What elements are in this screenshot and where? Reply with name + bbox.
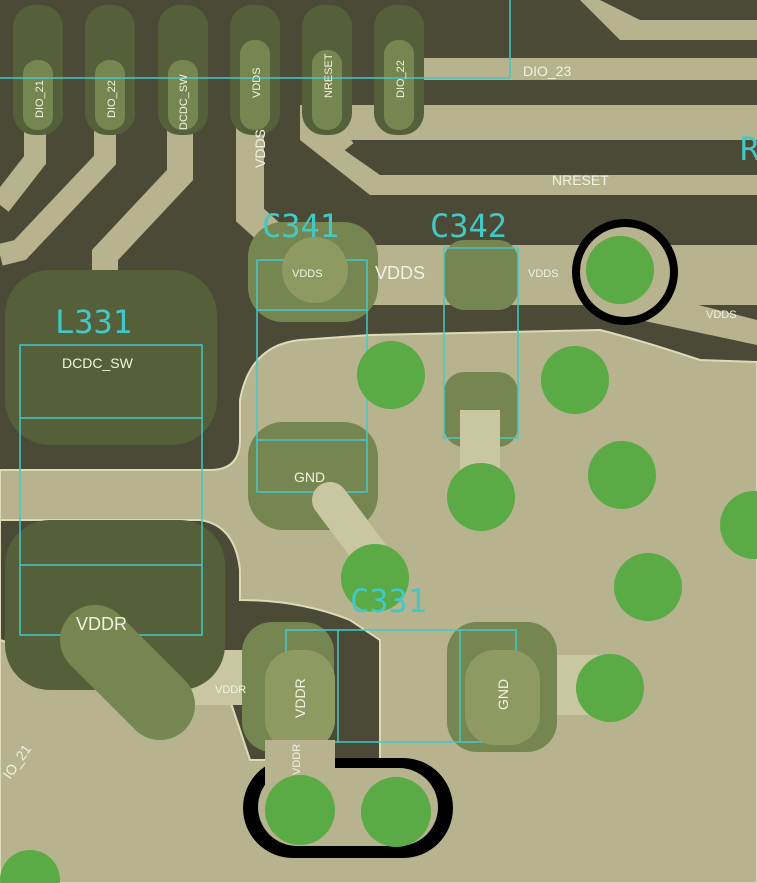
c331-vddr-inner: [265, 650, 335, 750]
net-label-vdds-pin: VDDS: [251, 67, 263, 98]
via: [357, 341, 425, 409]
net-label-vddr-l331: VDDR: [76, 614, 127, 634]
via: [341, 544, 409, 612]
l331-pad-bottom: [5, 520, 225, 690]
net-label-gnd-c341: GND: [294, 469, 325, 485]
net-label-dio22-pin: DIO_22: [106, 80, 118, 118]
refdes-c342: C342: [430, 207, 507, 245]
via: [361, 777, 431, 847]
via: [541, 346, 609, 414]
net-label-dio23-trace: DIO_23: [523, 63, 571, 79]
l331-pad-top: [5, 270, 217, 445]
via: [586, 236, 654, 304]
c342-pad-top: [444, 240, 518, 310]
net-label-dcdc-pin: DCDC_SW: [178, 74, 190, 130]
net-label-vdds-right: VDDS: [706, 309, 737, 321]
net-label-vdds-via: VDDS: [528, 268, 559, 280]
net-label-nreset-trace: NRESET: [552, 172, 609, 188]
gnd-vias: [0, 341, 757, 883]
net-label-vdds-trace-vert: VDDS: [252, 129, 268, 168]
net-label-vddr-c331: VDDR: [292, 678, 308, 718]
via: [614, 553, 682, 621]
net-label-vdds-c341: VDDS: [292, 268, 323, 280]
refdes-r-partial: R: [740, 130, 757, 168]
via: [720, 491, 757, 559]
via: [588, 441, 656, 509]
vddr-pad-lobe: [60, 605, 195, 740]
refdes-c341: C341: [262, 207, 339, 245]
net-label-vddr-trace: VDDR: [215, 684, 246, 696]
net-label-vdds-mid: VDDS: [375, 263, 425, 283]
via: [0, 850, 60, 883]
refdes-l331: L331: [55, 303, 132, 341]
net-label-gnd-c331: GND: [495, 679, 511, 710]
refdes-c331: C331: [350, 582, 427, 620]
top-right-trace-inner: [600, 0, 757, 20]
dio23-trace: [400, 58, 757, 80]
via: [265, 775, 335, 845]
via: [447, 463, 515, 531]
dio22-trace: [0, 110, 116, 266]
net-label-nreset-pin: NRESET: [323, 53, 335, 98]
net-label-dio23-pin: DIO_22: [395, 60, 407, 98]
net-label-dcdc-sw: DCDC_SW: [62, 355, 134, 371]
vdds-trace-end: [640, 290, 757, 345]
c341-vdds-lobe: [282, 237, 348, 303]
nreset-trace-inner: [330, 140, 757, 175]
c331-gnd-inner: [465, 650, 540, 745]
net-label-dio21-pin: DIO_21: [34, 80, 46, 118]
net-label-vddr-via: VDDR: [291, 744, 303, 775]
via: [576, 654, 644, 722]
